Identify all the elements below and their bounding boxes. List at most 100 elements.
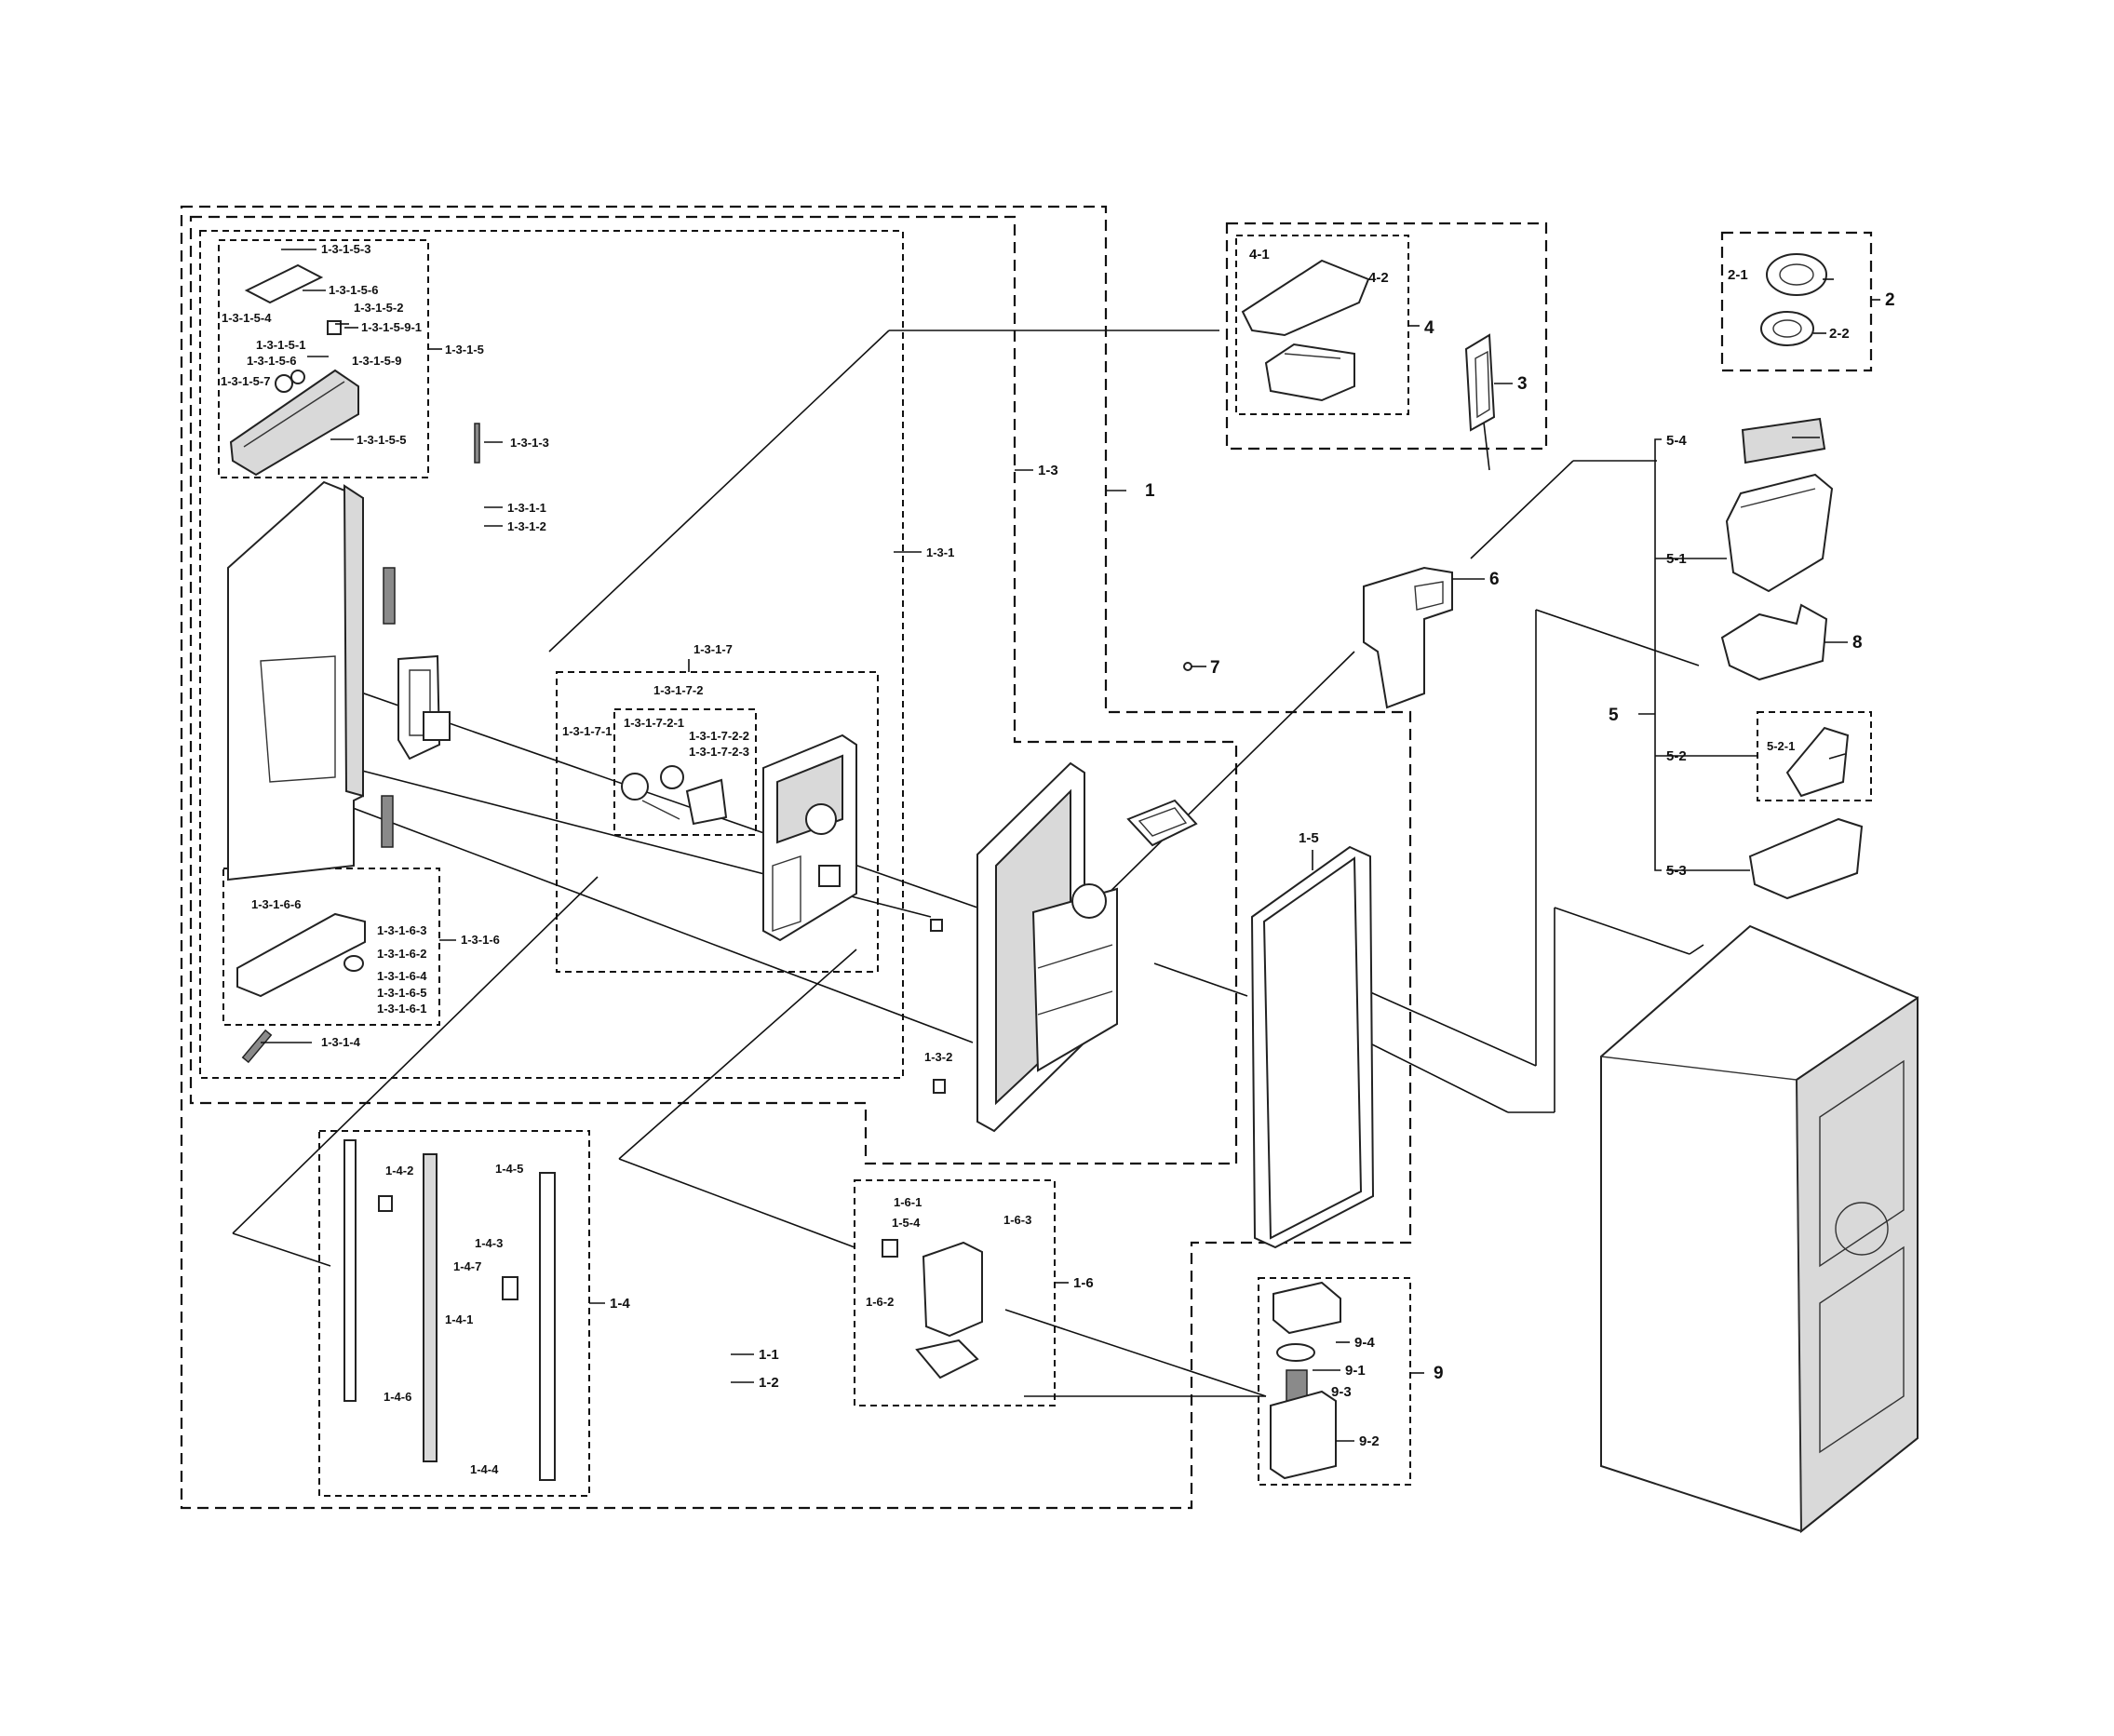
label-1-3-2: 1-3-2 [924,1050,952,1064]
label-1-4-5: 1-4-5 [495,1162,523,1176]
label-1-3-1-5-6b: 1-3-1-5-6 [247,354,296,368]
label-1-3-1-5-3: 1-3-1-5-3 [321,242,370,256]
label-1-3-1-6-1: 1-3-1-6-1 [377,1002,426,1016]
label-8: 8 [1852,633,1863,653]
label-1-3-1-6-6: 1-3-1-6-6 [251,897,301,911]
label-1-3-1-7-1: 1-3-1-7-1 [562,724,612,738]
group-4-boundary [1235,235,1409,415]
label-1-6: 1-6 [1073,1275,1094,1291]
label-2-1: 2-1 [1728,267,1748,283]
label-1-3-1-7-2-1: 1-3-1-7-2-1 [624,716,684,730]
group-3-4-boundary [1225,222,1548,451]
label-2: 2 [1885,290,1895,310]
panel-1-3-1-5-parts [229,263,480,477]
label-1-3-1-7-2-2: 1-3-1-7-2-2 [689,729,749,743]
label-1-1: 1-1 [759,1347,779,1363]
label-1: 1 [1145,481,1155,501]
label-1-6-3: 1-6-3 [1003,1213,1031,1227]
bracket-5 [1638,438,1666,871]
label-1-3-1-7-2: 1-3-1-7-2 [653,683,703,697]
label-5-2: 5-2 [1666,748,1687,764]
label-1-3-1-7: 1-3-1-7 [693,642,733,656]
label-9-2: 9-2 [1359,1433,1380,1449]
label-4: 4 [1424,318,1434,338]
label-4-2: 4-2 [1368,270,1389,286]
label-1-3-1-3: 1-3-1-3 [510,436,549,450]
label-1-2: 1-2 [759,1375,779,1391]
part-5-4-filter [1741,417,1826,464]
label-9-1: 9-1 [1345,1363,1366,1379]
label-1-4-4: 1-4-4 [470,1462,499,1476]
part-1-6-assembly [882,1239,983,1379]
label-1-3-1-6: 1-3-1-6 [461,933,500,947]
label-1-3-1-6-5: 1-3-1-6-5 [377,986,426,1000]
control-box-1-3-1-7 [762,733,857,942]
part-1-4-strips [343,1139,556,1481]
door-panel [227,480,364,881]
group-1-3-1-7-2-boundary [613,708,757,836]
part-9-assembly [1270,1281,1341,1480]
label-1-3: 1-3 [1038,463,1058,478]
label-1-3-1-6-2: 1-3-1-6-2 [377,947,426,961]
label-1-4-3: 1-4-3 [475,1236,503,1250]
group-1-3-boundary [189,215,1238,1165]
part-6-housing [1363,566,1453,709]
label-1-4: 1-4 [610,1296,630,1312]
label-1-4-6: 1-4-6 [384,1390,411,1404]
door-gasket-1-5 [1250,845,1375,1249]
label-9-3: 9-3 [1331,1384,1352,1400]
leader-lines [261,249,1848,1442]
group-1-boundary [180,205,1412,1510]
label-1-6-2: 1-6-2 [866,1295,894,1309]
label-1-3-1-4: 1-3-1-4 [321,1035,361,1049]
label-1-3-1-1: 1-3-1-1 [507,501,546,515]
part-2-caps [1760,253,1827,346]
label-1-5: 1-5 [1299,830,1319,846]
refrigerator-cabinet [1600,924,1919,1534]
inner-door-liner [930,761,1118,1133]
group-1-6-boundary [854,1179,1056,1406]
label-2-2: 2-2 [1829,326,1850,342]
hinge-strip-lower [381,795,394,848]
label-5-1: 5-1 [1666,551,1687,567]
label-6: 6 [1489,570,1500,589]
label-1-3-1-5-1: 1-3-1-5-1 [256,338,305,352]
label-1-3-1-6-3: 1-3-1-6-3 [377,923,426,937]
label-1-3-1-5: 1-3-1-5 [445,343,484,357]
group-1-3-1-5-boundary [218,239,429,478]
ice-chute-ring [1126,799,1198,847]
explosion-lines [232,330,1704,1397]
label-1-3-1-7-2-3: 1-3-1-7-2-3 [689,745,749,759]
part-7-screw [1183,662,1192,671]
label-1-4-1: 1-4-1 [445,1312,473,1326]
label-1-5-4: 1-5-4 [892,1216,921,1230]
hinge-strip-upper [383,567,396,625]
label-5-4: 5-4 [1666,433,1687,449]
label-1-6-1: 1-6-1 [894,1195,922,1209]
group-1-3-1-boundary [199,230,904,1079]
panel-1-3-1-6-parts [236,912,366,1064]
label-5-3: 5-3 [1666,863,1687,879]
label-1-3-1-5-5: 1-3-1-5-5 [357,433,406,447]
group-1-3-1-6-boundary [222,868,440,1026]
part-5-1-bin [1725,473,1834,593]
group-1-3-1-7-boundary [556,671,879,973]
label-9: 9 [1434,1364,1444,1383]
label-1-3-1-5-6: 1-3-1-5-6 [329,283,378,297]
label-1-3-1-5-7: 1-3-1-5-7 [221,374,270,388]
label-1-3-1-6-4: 1-3-1-6-4 [377,969,427,983]
label-1-3-1-2: 1-3-1-2 [507,519,546,533]
label-1-3-1-5-2: 1-3-1-5-2 [354,301,403,315]
label-3: 3 [1517,374,1528,394]
dispenser-bracket [397,654,451,760]
label-1-4-2: 1-4-2 [385,1164,413,1178]
group-2-boundary [1720,231,1873,372]
label-1-4-7: 1-4-7 [453,1259,481,1273]
part-3-bracket [1464,333,1496,432]
label-1-3-1-5-4: 1-3-1-5-4 [222,311,272,325]
part-4-assembly [1241,259,1370,402]
label-5: 5 [1609,706,1619,725]
label-7: 7 [1210,658,1220,678]
part-5-3-shelf [1748,817,1864,900]
